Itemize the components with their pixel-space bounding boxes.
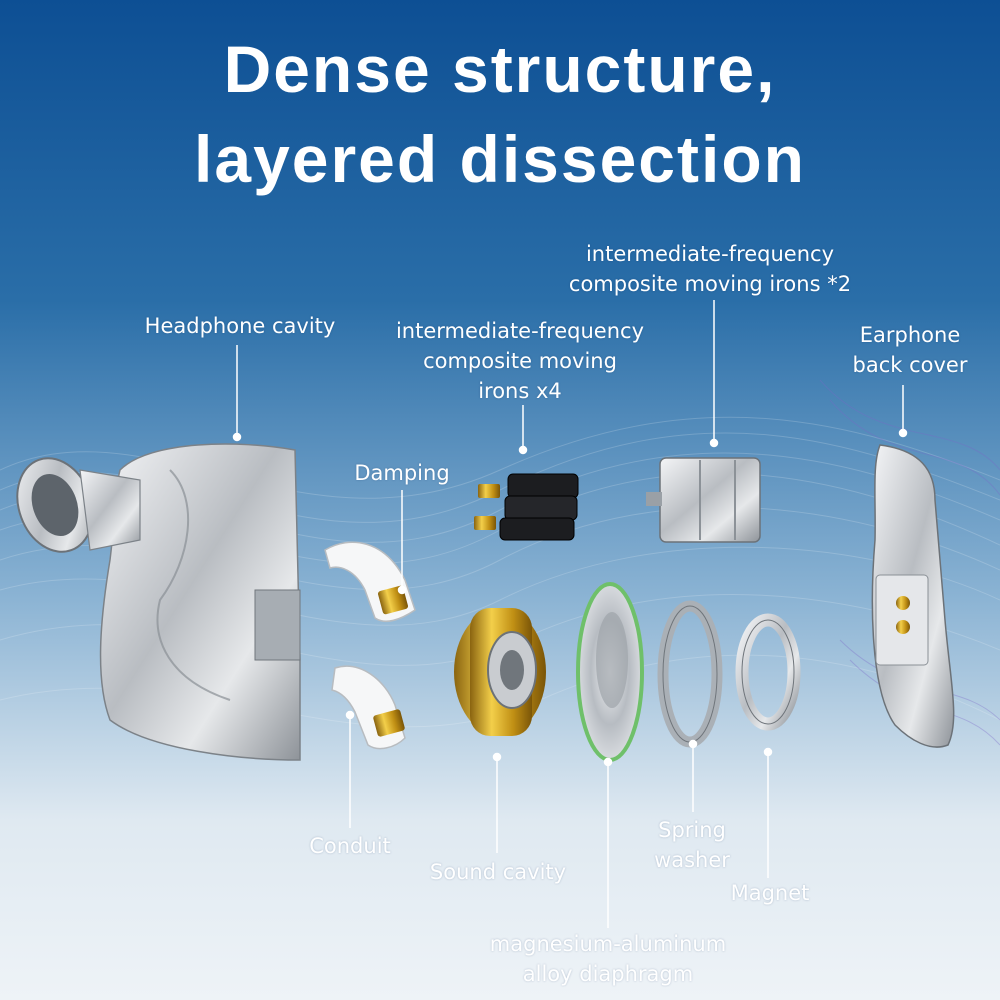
label-spring-washer-line1: Spring: [658, 818, 726, 842]
headphone-cavity-part: [16, 443, 301, 761]
sound-cavity-part: [454, 608, 546, 736]
conduit-part: [331, 665, 406, 750]
title-line-1: Dense structure,: [223, 32, 777, 106]
diaphragm-part: [576, 582, 644, 762]
label-sound-cavity: Sound cavity: [429, 860, 567, 884]
label-damping: Damping: [354, 461, 450, 485]
label-diaphragm-line1: magnesium-aluminum: [489, 932, 727, 956]
label-mid-irons-x2-line2: composite moving irons *2: [568, 272, 852, 296]
moving-irons-x4-part: [474, 473, 579, 541]
spring-washer-part: [657, 600, 723, 748]
leader-lines: [232, 300, 908, 928]
damping-part: [324, 541, 416, 622]
label-mid-irons-x2-line1: intermediate-frequency: [585, 242, 835, 266]
label-mid-irons-x4-line1: intermediate-frequency: [395, 319, 645, 343]
label-spring-washer-line2: washer: [654, 848, 730, 872]
label-mid-irons-x4-line2: composite moving: [423, 349, 617, 373]
label-mid-irons-x4-line3: irons x4: [478, 379, 562, 403]
label-conduit: Conduit: [309, 834, 391, 858]
back-cover-part: [871, 444, 955, 748]
moving-irons-x2-part: [646, 457, 761, 543]
label-back-cover-line1: Earphone: [859, 323, 961, 347]
label-magnet: Magnet: [730, 881, 810, 905]
label-headphone-cavity: Headphone cavity: [144, 314, 336, 338]
label-diaphragm-line2: alloy diaphragm: [522, 962, 694, 986]
title-line-2: layered dissection: [194, 122, 806, 196]
magnet-part: [735, 613, 801, 731]
label-back-cover-line2: back cover: [852, 353, 968, 377]
